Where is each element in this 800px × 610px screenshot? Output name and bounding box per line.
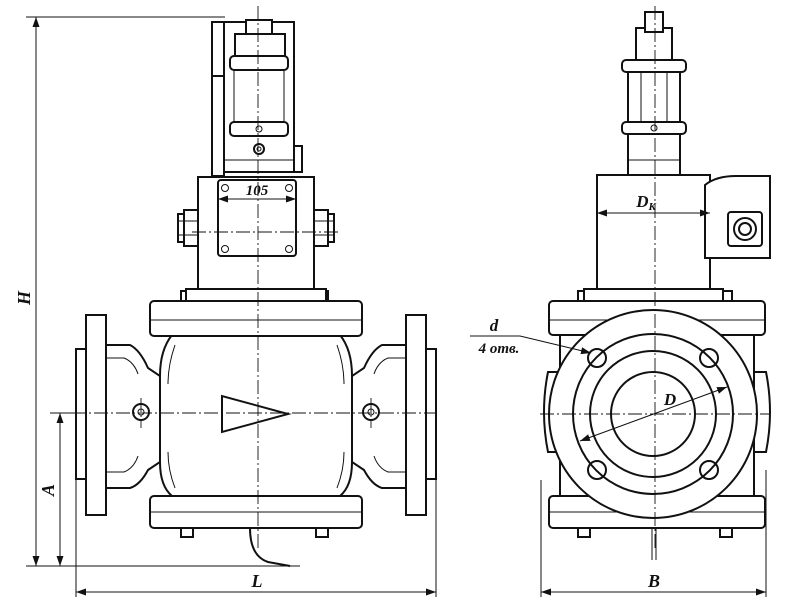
axis-height-dimension-label: A <box>38 484 58 497</box>
bolt-hole-count-label: 4 отв. <box>478 341 520 357</box>
front-view <box>50 6 437 567</box>
side-view <box>540 6 771 560</box>
dimensions: H A L B 105 DK D d 4 отв. <box>14 16 767 597</box>
width-dimension-label: B <box>647 571 660 591</box>
length-dimension-label: L <box>251 571 263 591</box>
bore-diameter-label: D <box>663 390 676 409</box>
bolt-hole-diameter-label: d <box>490 316 499 335</box>
valve-body <box>132 290 380 567</box>
coupling-diameter-label: DK <box>635 192 656 213</box>
side-actuator <box>583 11 771 302</box>
solenoid-head <box>211 19 303 177</box>
height-dimension-label: H <box>14 290 34 306</box>
box-width-dimension-label: 105 <box>246 183 269 199</box>
